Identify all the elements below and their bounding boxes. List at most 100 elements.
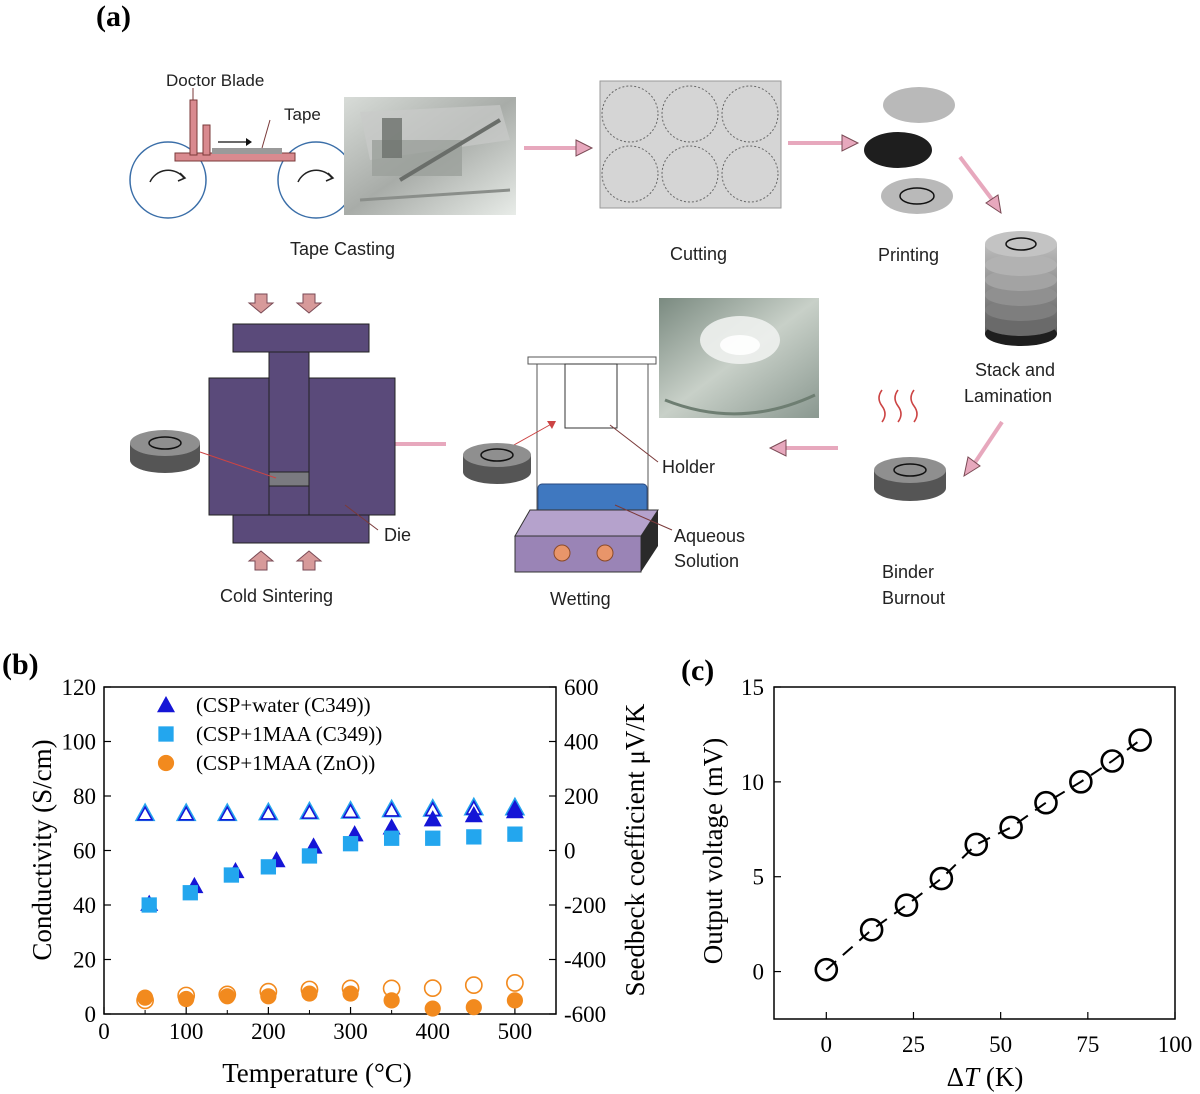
y2-tick-label: -400 [564, 948, 606, 973]
conductivity-point [260, 988, 277, 1005]
sample-holder [564, 363, 618, 429]
upper-punch [268, 351, 310, 473]
upper-punch-head [232, 323, 370, 353]
legend-label: (CSP+water (C349)) [196, 693, 371, 717]
binder-label-line2: Burnout [882, 588, 945, 608]
y2-tick-label: 0 [564, 839, 576, 864]
hotplate-top [514, 509, 659, 537]
printed-layer [881, 178, 953, 214]
conductivity-point [342, 836, 359, 852]
seebeck-open-point [423, 979, 442, 998]
y-tick-label: 60 [73, 839, 96, 864]
seebeck-open-triangle-inner [383, 801, 400, 817]
y-tick-label: 10 [741, 770, 764, 795]
tape-layer [212, 148, 282, 154]
electrode-layer [864, 132, 932, 168]
conductivity-point [342, 985, 359, 1002]
conductivity-point [141, 897, 157, 913]
flow-arrow-4-icon [963, 420, 1004, 478]
y-tick-label: 5 [753, 865, 765, 890]
beaker-rim [527, 356, 657, 365]
beaker [504, 356, 673, 573]
hotplate [514, 535, 642, 573]
y2-tick-label: -200 [564, 893, 606, 918]
flow-arrow-5-icon [768, 439, 838, 457]
conductivity-point [178, 990, 195, 1008]
cold-sintering-label: Cold Sintering [220, 586, 333, 606]
chart-c-frame [773, 686, 1176, 1020]
chart-c-y-axis-label: Output voltage (mV) [698, 738, 728, 964]
y2-tick-label: -600 [564, 1002, 606, 1027]
conductivity-point [223, 867, 240, 883]
seebeck-open-triangle-inner [301, 803, 318, 819]
x-tick-label: 500 [498, 1019, 533, 1044]
y-tick-label: 120 [62, 675, 97, 700]
voltage-point [1128, 728, 1152, 752]
chart-b-y-axis-label: Conductivity (S/cm) [27, 739, 57, 960]
sintered-disk [130, 430, 200, 473]
conductivity-point [383, 992, 400, 1009]
stack-label-line2: Lamination [964, 386, 1052, 406]
seebeck-open-triangle-inner [177, 805, 195, 821]
conductivity-point [301, 985, 318, 1002]
seebeck-open-point [464, 976, 483, 995]
conductivity-point [507, 826, 523, 842]
blank-layer [883, 87, 955, 123]
x-tick-label: 0 [821, 1032, 833, 1057]
heat-wave-icon [878, 389, 886, 423]
seebeck-open-triangle-inner [260, 804, 277, 820]
voltage-dashed-line [825, 739, 1141, 971]
legend-marker [157, 696, 175, 713]
x-tick-label: 400 [415, 1019, 450, 1044]
conductivity-point [506, 992, 524, 1009]
holder-label: Holder [662, 457, 715, 477]
panel-c-label: (c) [681, 654, 714, 687]
conductivity-point [383, 830, 400, 846]
legend-marker [158, 726, 174, 742]
chart-c-ticks [774, 686, 1176, 1019]
y-tick-label: 20 [73, 948, 96, 973]
chart-b-y2-axis-label: Seedbeck coefficient μV/K [620, 703, 650, 996]
conductivity-point [505, 801, 524, 819]
cutting-sheet [599, 80, 782, 209]
chart-c-x-axis-label: ΔT (K) [947, 1062, 1024, 1092]
voltage-point [814, 957, 839, 982]
layer-stack [985, 231, 1057, 346]
panel-a-label: (a) [96, 0, 131, 33]
tape-casting-machine: Doctor Blade Tape [129, 71, 355, 219]
cold-sintering-die [199, 293, 396, 571]
wetting-disk [463, 443, 531, 484]
conductivity-point [424, 1000, 441, 1017]
y2-tick-label: 400 [564, 730, 599, 755]
conductivity-point [423, 810, 442, 827]
flow-arrow-2-icon [788, 134, 860, 152]
printing-layers [864, 87, 955, 214]
binder-label-line1: Binder [882, 562, 934, 582]
printing-label: Printing [878, 245, 939, 265]
burnout-disk [874, 389, 946, 501]
doctor-blade-bar [189, 99, 198, 156]
y-tick-label: 0 [753, 960, 765, 985]
seebeck-open-point [506, 974, 524, 992]
conductivity-point [466, 829, 482, 845]
y-tick-label: 0 [85, 1002, 97, 1027]
flow-arrow-1-icon [524, 139, 594, 157]
chart-c-marks [814, 728, 1152, 982]
x-tick-label: 300 [333, 1019, 368, 1044]
x-tick-label: 100 [1158, 1032, 1193, 1057]
conductivity-point [260, 859, 277, 875]
x-tick-label: 0 [98, 1019, 110, 1044]
doctor-blade-label: Doctor Blade [166, 71, 264, 90]
seebeck-open-triangle-inner [342, 803, 359, 819]
lower-punch-head [232, 514, 370, 544]
chart-b-legend: (CSP+water (C349))(CSP+1MAA (C349))(CSP+… [157, 693, 382, 775]
seebeck-open-triangle-inner [218, 805, 236, 821]
hotplate-knob-icon [596, 544, 614, 562]
press-arrow-icon [247, 293, 323, 571]
x-tick-label: 50 [989, 1032, 1012, 1057]
